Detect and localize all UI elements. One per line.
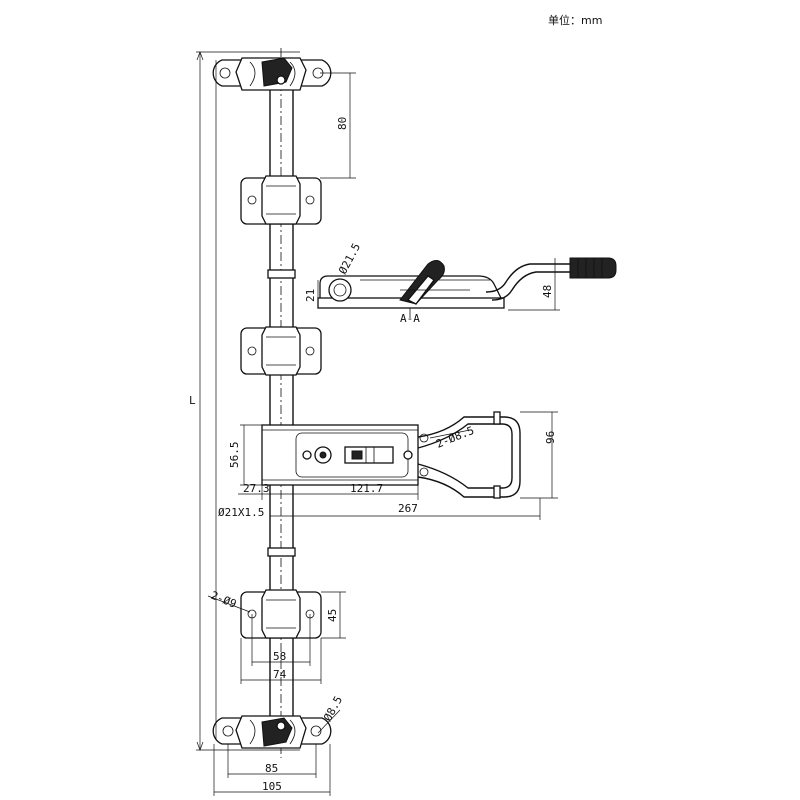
guide-bracket-2 xyxy=(240,326,322,376)
dim-bracket-spacing: 80 xyxy=(336,117,349,130)
dim-handle-holes: 2-Ø8.5 xyxy=(434,424,476,451)
handle-assembly xyxy=(261,411,521,499)
bottom-cam-keeper xyxy=(212,715,332,749)
dim-total-length: 267 xyxy=(398,502,418,515)
unit-label: 单位：mm xyxy=(548,13,602,27)
dim-rod-spec: Ø21X1.5 xyxy=(218,506,264,519)
dim-cam-hole-spacing: 85 xyxy=(265,762,278,775)
dim-bracket-hole-spacing: 58 xyxy=(273,650,286,663)
dim-cam-hole: Ø8.5 xyxy=(321,694,345,724)
dim-plate-length: 121.7 xyxy=(350,482,383,495)
guide-bracket-1 xyxy=(240,175,322,225)
dim-overall-length: L xyxy=(189,394,196,407)
guide-bracket-3 xyxy=(240,589,322,639)
dim-cam-width: 105 xyxy=(262,780,282,793)
dim-pivot-dia: Ø21.5 xyxy=(336,241,363,276)
dimension-lines xyxy=(196,51,560,796)
dim-height-b: 48 xyxy=(541,285,554,298)
dim-plate-height: 56.5 xyxy=(228,442,241,469)
dim-handle-width: 96 xyxy=(544,431,557,444)
dim-bracket-width: 74 xyxy=(273,668,287,681)
section-label: A-A xyxy=(400,312,420,325)
dim-bracket-height: 45 xyxy=(326,609,339,622)
top-cam-keeper xyxy=(212,57,332,91)
section-view-a-a: A-A xyxy=(317,257,617,325)
dim-height-a: 21 xyxy=(304,289,317,302)
dim-bracket-holes: 2-Ø9 xyxy=(209,589,238,611)
dim-plate-offset: 27.3 xyxy=(243,482,270,495)
